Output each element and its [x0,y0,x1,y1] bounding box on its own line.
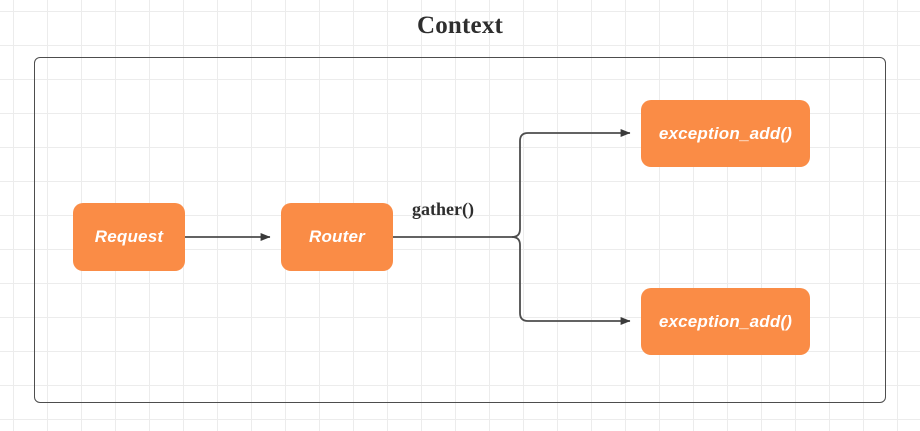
node-router[interactable]: Router [281,203,393,271]
node-exception-add-bottom[interactable]: exception_add() [641,288,810,355]
edge-label-gather: gather() [412,199,474,219]
page-title: Context [416,12,504,39]
context-boundary-box [34,57,886,403]
node-exception-add-top[interactable]: exception_add() [641,100,810,167]
node-request[interactable]: Request [73,203,185,271]
